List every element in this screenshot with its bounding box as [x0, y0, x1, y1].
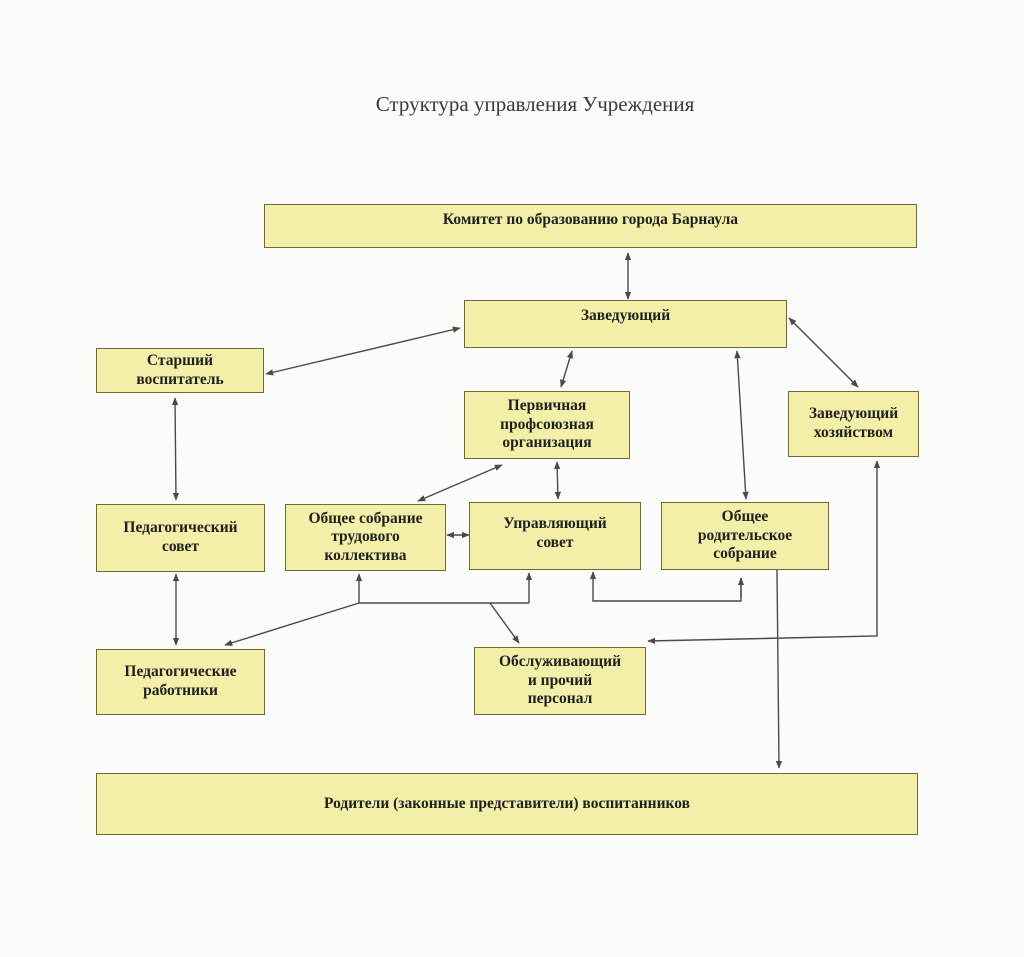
node-ped-council: Педагогический совет — [96, 504, 265, 572]
node-head: Заведующий — [464, 300, 787, 348]
node-ped-workers: Педагогические работники — [96, 649, 265, 715]
link-head-union — [560, 350, 573, 388]
node-service-staff: Обслуживающий и прочий персонал — [474, 647, 646, 715]
link-parentmeeting-governing — [589, 571, 742, 602]
node-committee: Комитет по образованию города Барнаула — [264, 204, 917, 248]
node-general-meeting: Общее собрание трудового коллектива — [285, 504, 446, 571]
node-union: Первичная профсоюзная организация — [464, 391, 630, 459]
link-bus-service — [489, 602, 520, 644]
node-parents: Родители (законные представители) воспит… — [96, 773, 918, 835]
node-governing-council: Управляющий совет — [469, 502, 641, 570]
diagram-title: Структура управления Учреждения — [375, 92, 695, 116]
link-supply-service — [647, 460, 881, 645]
link-head-parents-meeting — [734, 350, 749, 500]
link-union-governing — [553, 461, 562, 500]
link-parentmeeting-parents — [775, 569, 783, 769]
link-bus-pedworkers — [224, 602, 360, 646]
link-head-supply — [788, 317, 859, 388]
node-senior-teacher: Старший воспитатель — [96, 348, 264, 393]
node-parent-meeting: Общее родительское собрание — [661, 502, 829, 570]
link-head-senior — [265, 326, 461, 376]
link-union-general — [417, 464, 503, 502]
link-senior-pedcouncil — [171, 397, 180, 501]
node-supply-head: Заведующий хозяйством — [788, 391, 919, 457]
